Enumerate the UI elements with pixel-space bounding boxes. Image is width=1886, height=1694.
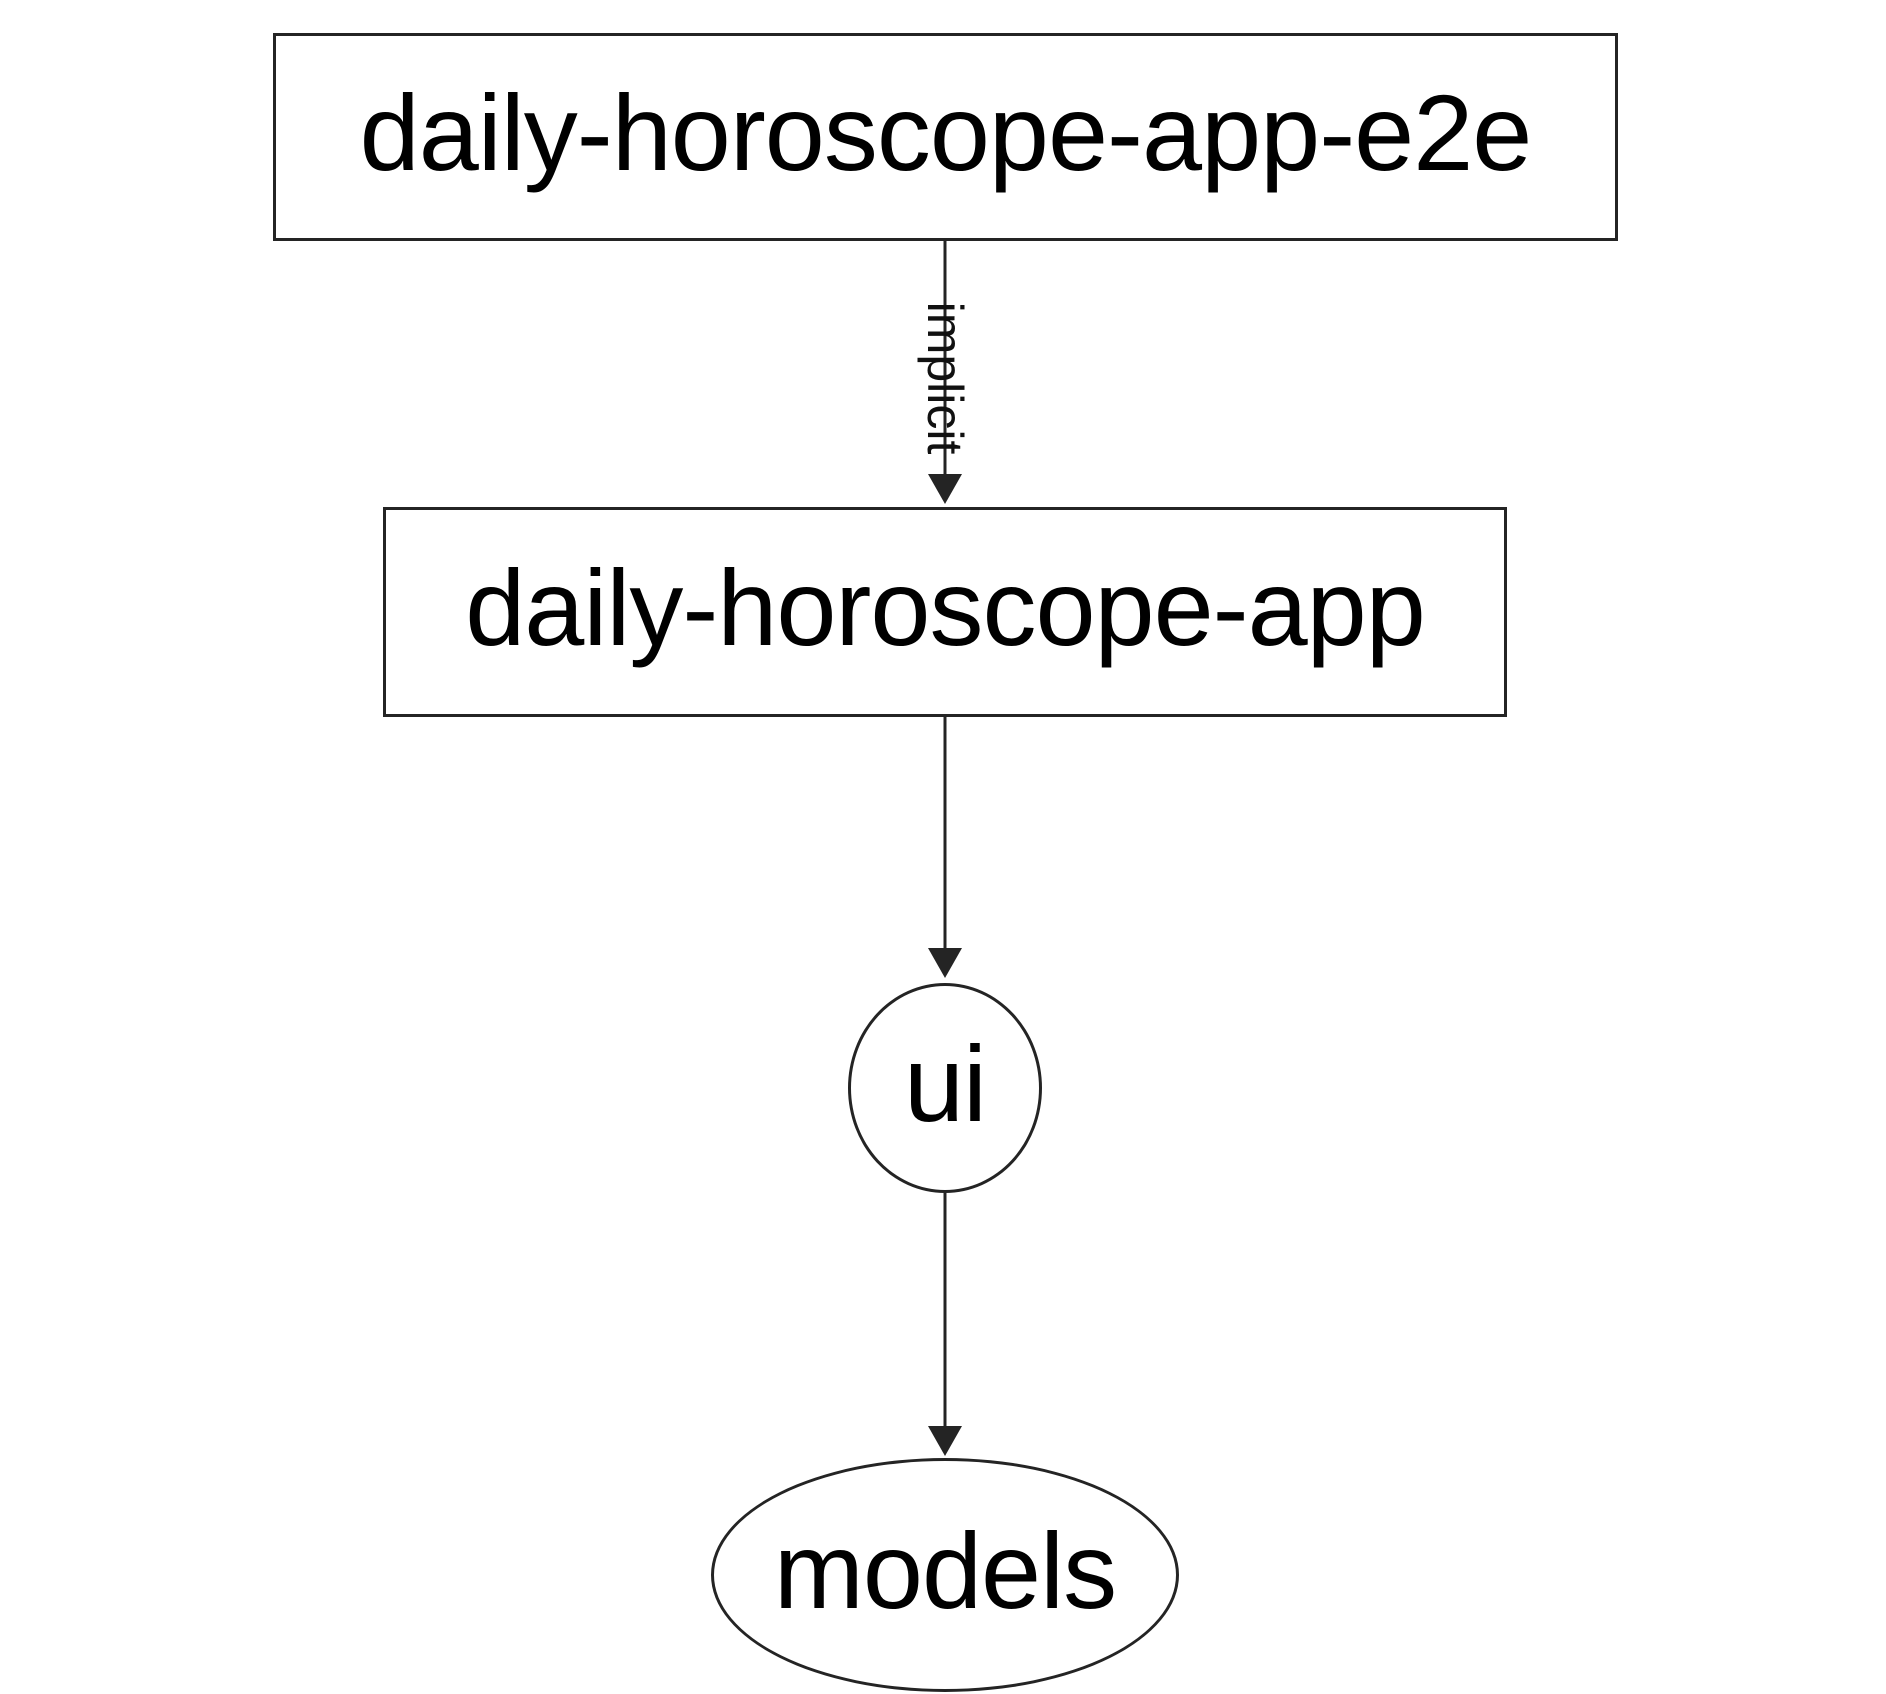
edge-e2e-to-app-arrowhead — [928, 474, 962, 504]
node-ui[interactable]: ui — [848, 983, 1042, 1193]
node-models[interactable]: models — [711, 1458, 1179, 1692]
node-daily-horoscope-app-e2e[interactable]: daily-horoscope-app-e2e — [273, 33, 1618, 241]
node-daily-horoscope-app-e2e-label: daily-horoscope-app-e2e — [359, 72, 1533, 193]
edge-label-implicit: implicit — [917, 301, 973, 455]
edge-ui-to-models-arrowhead — [928, 1426, 962, 1456]
node-daily-horoscope-app[interactable]: daily-horoscope-app — [383, 507, 1507, 717]
edge-app-to-ui-arrowhead — [928, 948, 962, 978]
node-ui-label: ui — [903, 1023, 987, 1144]
node-daily-horoscope-app-label: daily-horoscope-app — [465, 547, 1426, 668]
node-models-label: models — [773, 1510, 1117, 1631]
